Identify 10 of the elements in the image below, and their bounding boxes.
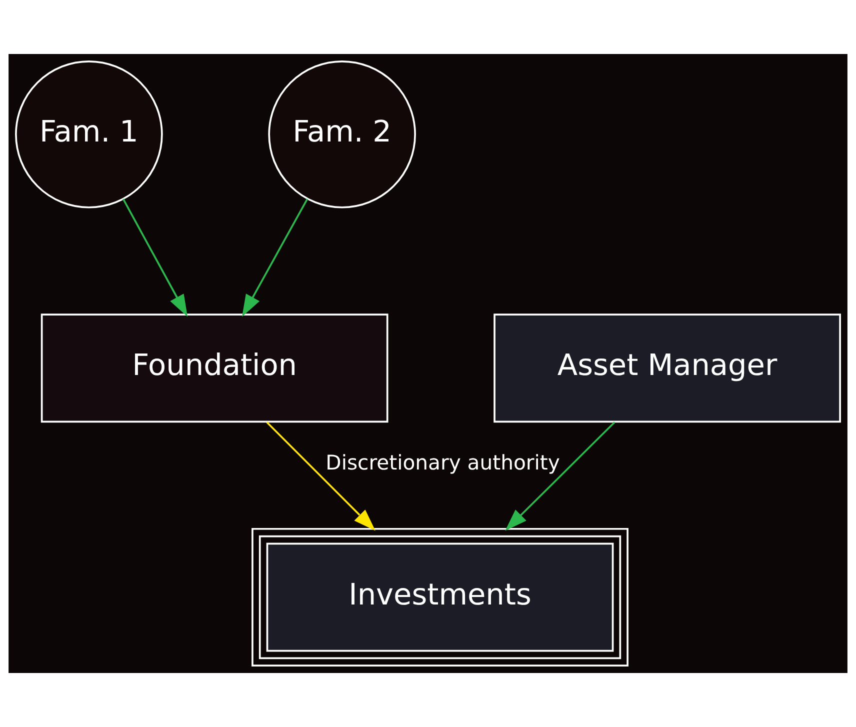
arrow (266, 422, 376, 531)
arrow (242, 198, 308, 317)
edge-label: Discretionary authority (326, 450, 560, 474)
node-circle: Fam. 2 (268, 60, 416, 208)
arrow (122, 198, 188, 317)
node-box: Investments (252, 528, 628, 667)
node-box: Asset Manager (494, 314, 841, 423)
node-box: Foundation (40, 314, 388, 423)
node-circle: Fam. 1 (15, 60, 163, 208)
arrow (505, 422, 616, 531)
